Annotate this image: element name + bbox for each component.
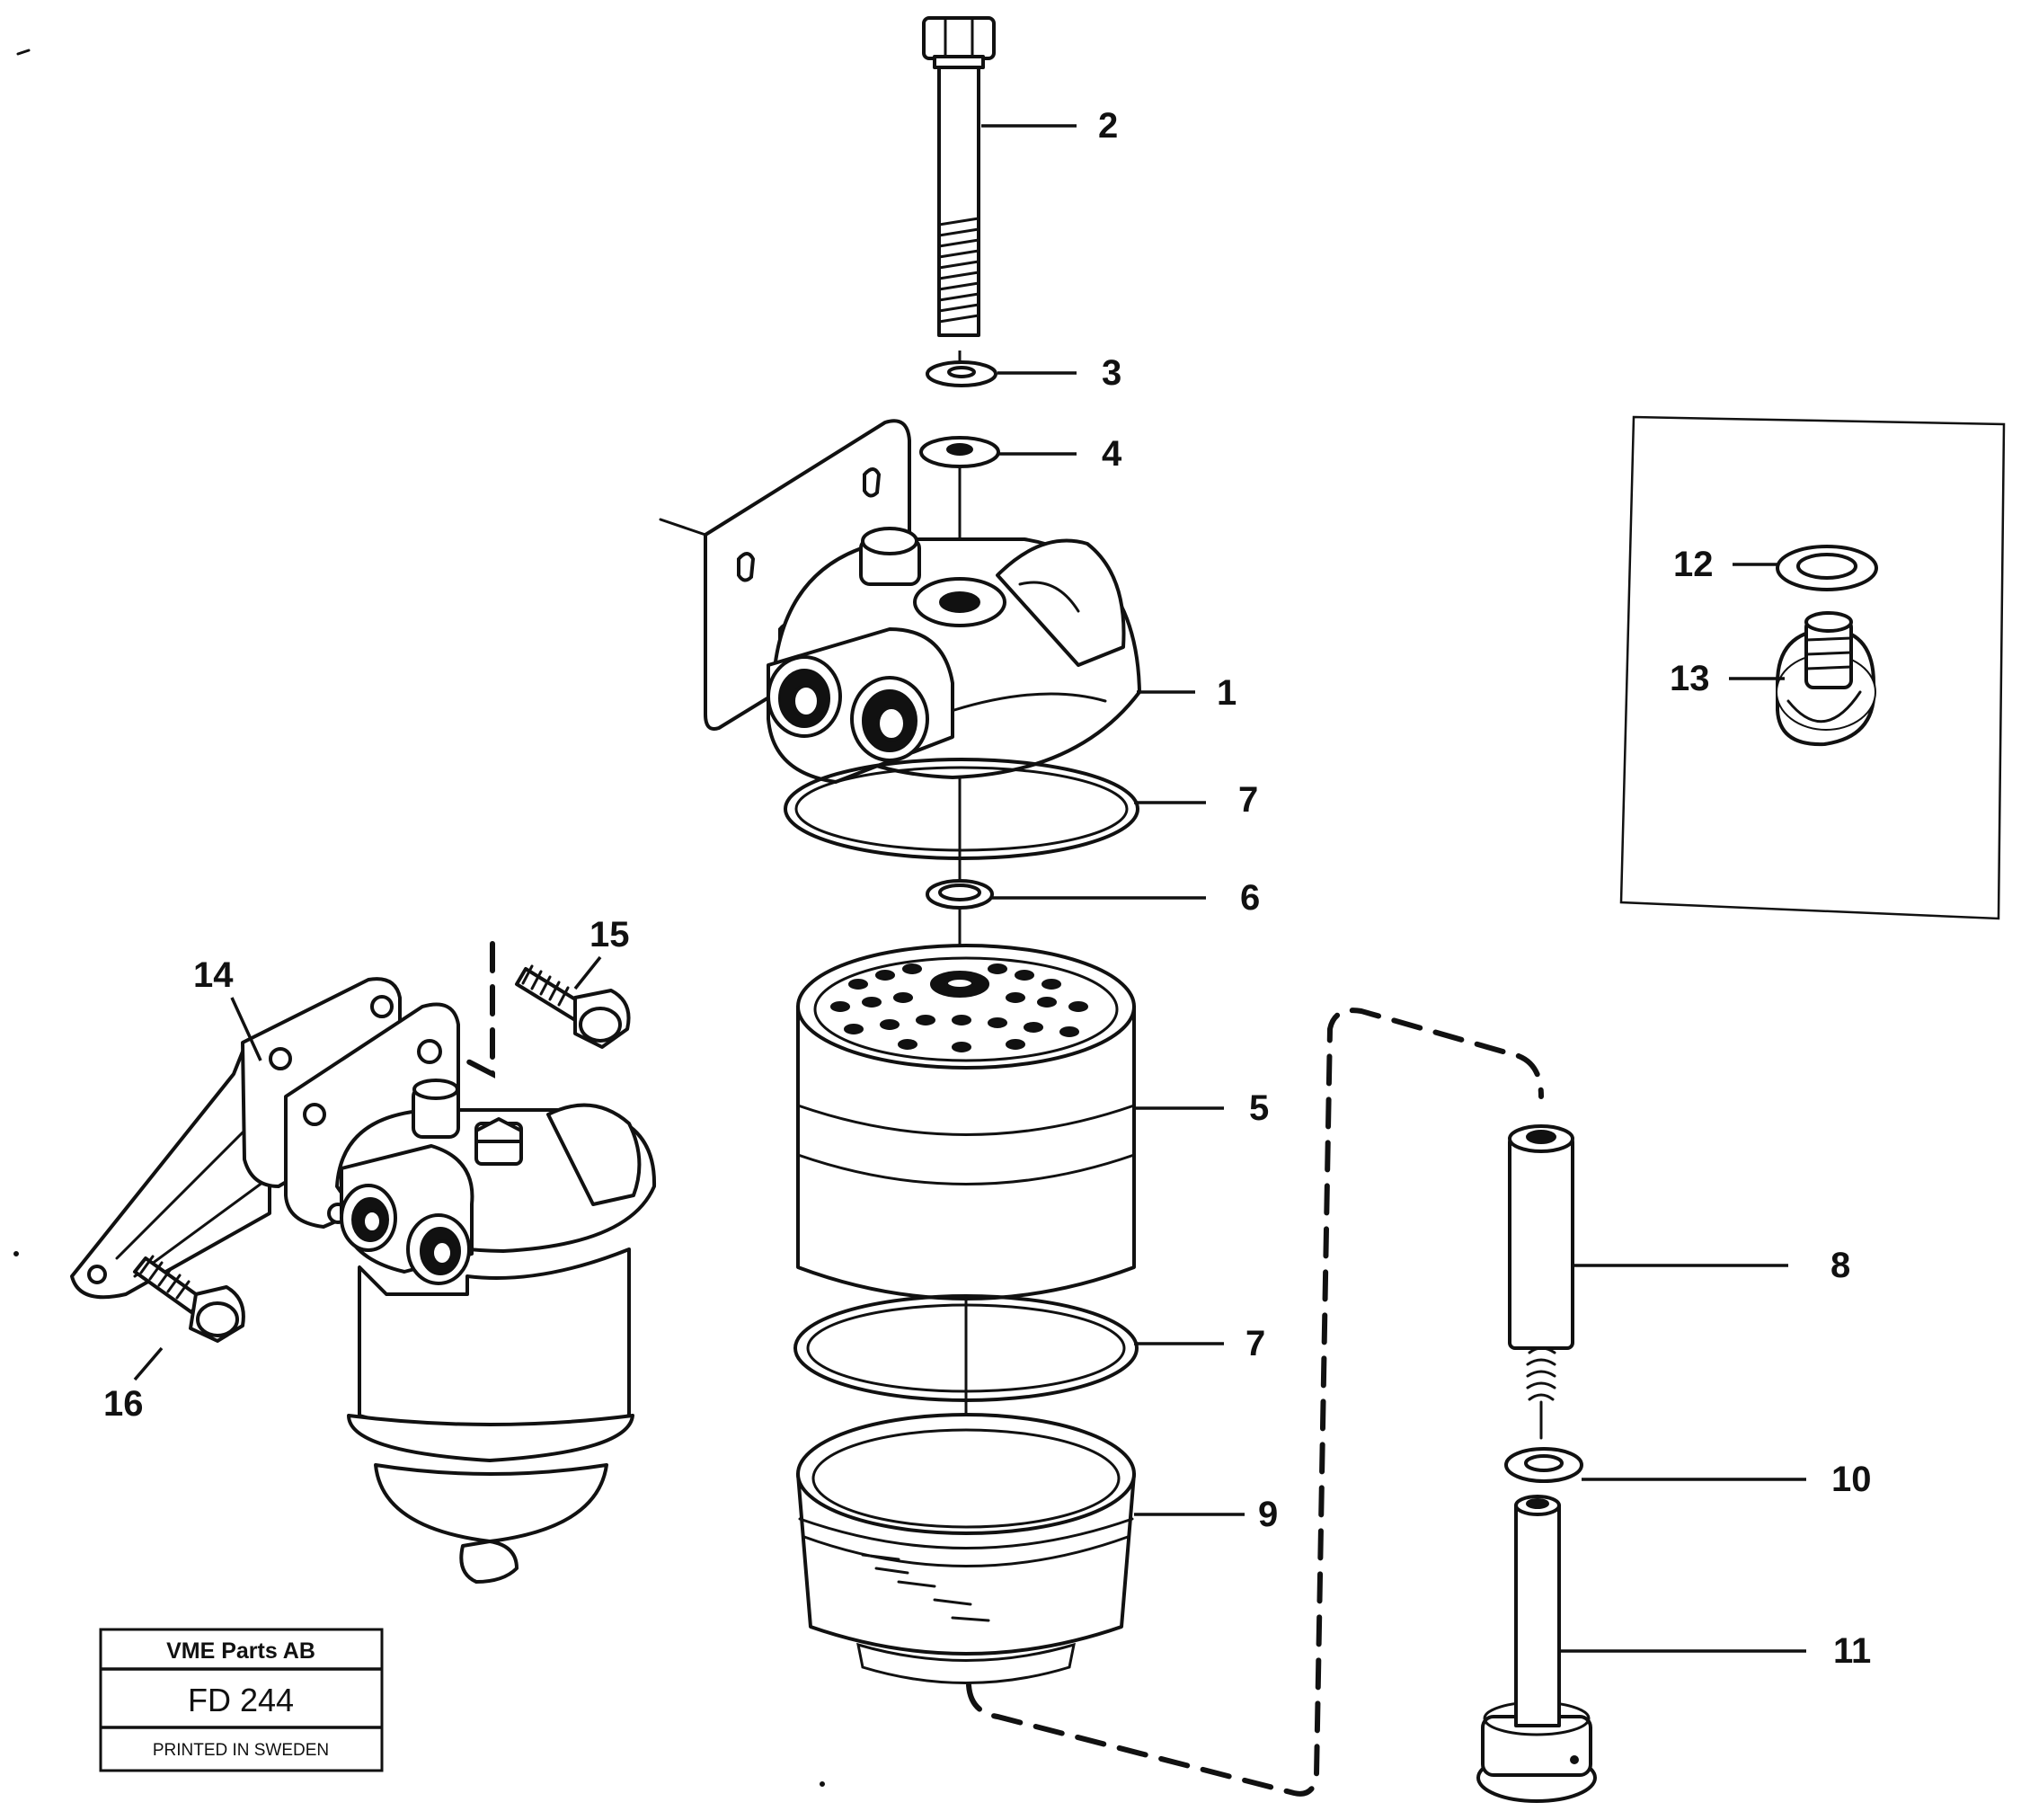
spring — [1526, 1346, 1556, 1440]
stray-marks — [13, 49, 825, 1787]
o-ring-part-7-upper — [784, 758, 1139, 860]
leader-lines — [133, 124, 1806, 1653]
callout-9: 9 — [1258, 1495, 1278, 1534]
callout-3: 3 — [1102, 353, 1121, 393]
stud-part-11 — [1476, 1495, 1597, 1803]
filter-head-part-1 — [659, 419, 1141, 784]
washer-part-3 — [926, 360, 997, 387]
callout-2: 2 — [1098, 106, 1118, 146]
callout-11: 11 — [1833, 1631, 1871, 1671]
bowl-part-9 — [796, 1413, 1136, 1684]
filter-cartridge-part-5 — [796, 944, 1136, 1301]
dashed-screw-guide — [460, 941, 495, 1079]
publisher-stamp: VME Parts AB FD 244 PRINTED IN SWEDEN — [99, 1628, 384, 1772]
washer-part-10 — [1504, 1447, 1583, 1483]
sleeve-part-8 — [1508, 1124, 1574, 1440]
drain-plug-part-13 — [1776, 611, 1876, 747]
callout-5: 5 — [1249, 1088, 1269, 1128]
callout-1: 1 — [1217, 673, 1237, 713]
detail-inset-box — [1619, 415, 2006, 920]
callout-12: 12 — [1673, 545, 1714, 584]
screw-part-15 — [515, 964, 631, 1049]
callout-4: 4 — [1102, 434, 1122, 474]
bolt-part-2 — [922, 16, 996, 337]
stamp-drawing-code: FD 244 — [188, 1682, 294, 1718]
callout-13: 13 — [1670, 659, 1710, 698]
small-ring-part-6 — [926, 879, 994, 910]
callout-8: 8 — [1830, 1246, 1850, 1285]
callout-15: 15 — [589, 915, 630, 954]
assembly-axis — [958, 351, 968, 1514]
dashed-connection-line — [966, 1008, 1544, 1797]
callout-7-upper: 7 — [1238, 780, 1258, 820]
assembled-filter-view — [70, 941, 657, 1584]
cartridge-perforations — [830, 963, 1088, 1052]
callout-7-lower: 7 — [1245, 1324, 1265, 1363]
callout-labels: 2 3 4 1 7 6 5 7 9 8 10 11 12 13 14 15 16 — [103, 106, 1872, 1671]
washer-part-12 — [1776, 545, 1878, 591]
callout-6: 6 — [1240, 878, 1260, 918]
stamp-printed-in: PRINTED IN SWEDEN — [153, 1741, 329, 1760]
screw-part-16 — [133, 1255, 245, 1343]
bolt-thread — [937, 217, 980, 324]
callout-16: 16 — [103, 1384, 144, 1424]
stamp-company-name: VME Parts AB — [166, 1638, 315, 1664]
callout-14: 14 — [193, 955, 234, 995]
o-ring-part-7-lower — [793, 1294, 1139, 1402]
seal-washer-part-4 — [919, 436, 1000, 468]
callout-10: 10 — [1831, 1460, 1872, 1499]
